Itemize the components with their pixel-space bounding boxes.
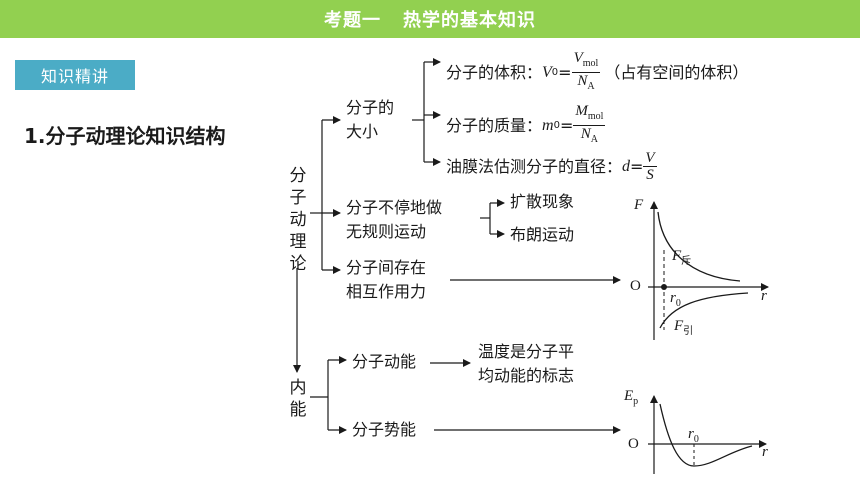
kinetic-energy-node: 分子动能 — [352, 352, 417, 371]
title-bar: 考题一 热学的基本知识 — [0, 0, 860, 38]
title-right: 热学的基本知识 — [403, 10, 536, 31]
energy-root-char: 内 — [289, 378, 307, 398]
force-x-label: r — [761, 288, 767, 304]
energy-root-char: 能 — [289, 400, 307, 420]
kinetic-desc-line2: 均动能的标志 — [478, 366, 575, 385]
motion-node-line1: 分子不停地做 — [346, 198, 443, 217]
kinetic-desc-line1: 温度是分子平 — [478, 342, 575, 361]
force-origin: O — [630, 278, 641, 294]
force-node-line1: 分子间存在 — [346, 258, 427, 277]
root-char: 分 — [289, 166, 307, 186]
section-title: 1.分子动理论知识结构 — [24, 124, 226, 148]
attractive-label: F引 — [674, 318, 694, 337]
diffusion-label: 扩散现象 — [510, 192, 575, 211]
repulsive-label: F斥 — [672, 248, 692, 267]
r0-point — [661, 284, 667, 290]
brownian-label: 布朗运动 — [510, 225, 575, 244]
energy-curve — [659, 403, 753, 467]
r0-label: r0 — [670, 290, 681, 309]
size-node-line2: 大小 — [346, 122, 379, 141]
size-node-line1: 分子的 — [346, 98, 395, 117]
energy-r0-label: r0 — [688, 426, 699, 445]
root-char: 动 — [289, 210, 307, 230]
force-y-label: F — [634, 197, 644, 213]
knowledge-badge: 知识精讲 — [15, 60, 135, 90]
repulsive-curve — [657, 211, 741, 282]
root-char: 论 — [289, 254, 307, 274]
energy-origin: O — [628, 436, 639, 452]
root-char: 子 — [289, 188, 307, 208]
energy-x-label: r — [762, 444, 768, 460]
motion-node-line2: 无规则运动 — [346, 222, 427, 241]
energy-y-label: Ep — [624, 388, 639, 407]
root-char: 理 — [289, 232, 307, 252]
title-left: 考题一 — [324, 10, 381, 31]
potential-energy-node: 分子势能 — [352, 420, 417, 439]
force-node-line2: 相互作用力 — [346, 282, 427, 301]
